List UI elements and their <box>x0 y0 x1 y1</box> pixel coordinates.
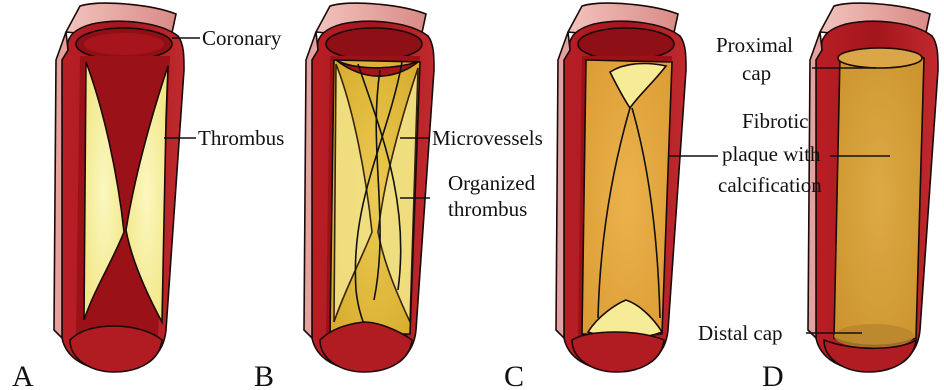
label-proximal-1: Proximal <box>716 33 793 57</box>
label-fibrotic-3: calcification <box>718 173 822 197</box>
panel-c <box>556 3 686 372</box>
label-fibrotic-2: plaque with <box>722 142 821 166</box>
panel-b <box>304 3 434 372</box>
panel-letter-d: D <box>762 360 784 390</box>
panel-letter-a: A <box>12 360 34 390</box>
label-organized-1: Organized <box>448 171 536 195</box>
label-proximal-2: cap <box>742 61 771 85</box>
panel-letter-c: C <box>504 360 524 390</box>
panel-letter-b: B <box>254 360 274 390</box>
panel-d <box>808 3 938 372</box>
panel-a <box>54 3 184 372</box>
label-microvessels: Microvessels <box>432 126 543 150</box>
label-fibrotic-1: Fibrotic <box>742 109 809 133</box>
label-coronary: Coronary <box>202 26 282 50</box>
label-thrombus: Thrombus <box>198 126 284 150</box>
label-organized-2: thrombus <box>448 197 527 221</box>
label-distal-cap: Distal cap <box>698 321 783 345</box>
